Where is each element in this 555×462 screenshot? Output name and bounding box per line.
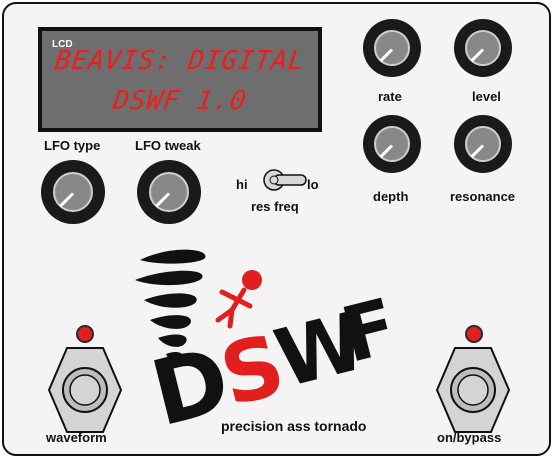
resonance-knob[interactable] [454, 115, 512, 173]
lcd-line-1: BEAVIS: DIGITAL [52, 46, 308, 76]
toggle-lo-label: lo [307, 177, 319, 192]
dswf-logo: D S W F [135, 249, 400, 430]
res-freq-toggle[interactable] [262, 168, 310, 192]
bypass-label: on/bypass [437, 430, 502, 445]
resonance-label: resonance [450, 189, 516, 204]
res-freq-label: res freq [251, 199, 299, 214]
waveform-footswitch[interactable] [47, 346, 123, 434]
lcd-display: LCD BEAVIS: DIGITAL DSWF 1.0 [38, 27, 322, 132]
lfo-type-knob[interactable] [41, 160, 105, 224]
lfo-tweak-label: LFO tweak [135, 138, 201, 153]
rate-knob[interactable] [363, 19, 421, 77]
tornado-icon [135, 249, 206, 364]
lfo-type-label: LFO type [44, 138, 101, 153]
waveform-led [76, 325, 94, 343]
bypass-led [465, 325, 483, 343]
svg-text:W: W [266, 294, 374, 406]
tagline: precision ass tornado [221, 418, 367, 434]
level-label: level [472, 89, 501, 104]
waveform-label: waveform [46, 430, 107, 445]
bypass-footswitch[interactable] [435, 346, 511, 434]
level-knob[interactable] [454, 19, 512, 77]
toggle-hi-label: hi [236, 177, 248, 192]
lfo-tweak-knob[interactable] [137, 160, 201, 224]
lcd-tag: LCD [52, 39, 73, 50]
depth-knob[interactable] [363, 115, 421, 173]
lcd-line-2: DSWF 1.0 [111, 86, 249, 116]
stick-figure-icon [215, 270, 262, 329]
depth-label: depth [373, 189, 409, 204]
rate-label: rate [378, 89, 402, 104]
